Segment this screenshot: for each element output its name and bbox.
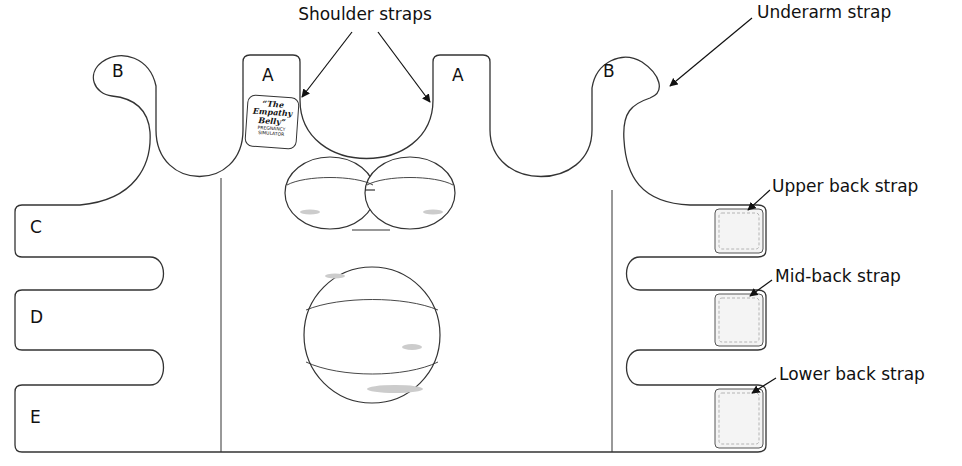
- breast-pads: [285, 157, 455, 230]
- part-letter: B: [112, 62, 124, 81]
- belly-dome: [304, 267, 440, 403]
- garment-outline: [15, 55, 766, 452]
- callout-label: Upper back strap: [772, 177, 918, 196]
- seam-line: [612, 190, 613, 452]
- brand-tag: “The Empathy Belly”PREGNANCY SIMULATOR: [244, 94, 300, 150]
- velcro-stitch: [719, 213, 759, 444]
- part-letter: E: [30, 408, 41, 427]
- section-label: Shoulder straps: [298, 5, 432, 24]
- part-letter: A: [262, 66, 274, 85]
- brand-subtitle: PREGNANCY SIMULATOR: [248, 126, 295, 139]
- velcro-patch: [715, 209, 763, 448]
- callout-label: Mid-back strap: [775, 267, 901, 286]
- part-letter: D: [30, 308, 43, 327]
- brand-name: “The Empathy Belly”: [249, 98, 297, 126]
- part-letter: A: [452, 66, 464, 85]
- shading: [325, 274, 423, 394]
- leader-arrow: [302, 18, 776, 393]
- part-letter: B: [603, 62, 615, 81]
- callout-label: Lower back strap: [779, 365, 925, 384]
- part-letter: C: [30, 218, 42, 237]
- shading: [300, 210, 443, 215]
- callout-label: Underarm strap: [757, 3, 891, 22]
- seam-line: [221, 178, 222, 452]
